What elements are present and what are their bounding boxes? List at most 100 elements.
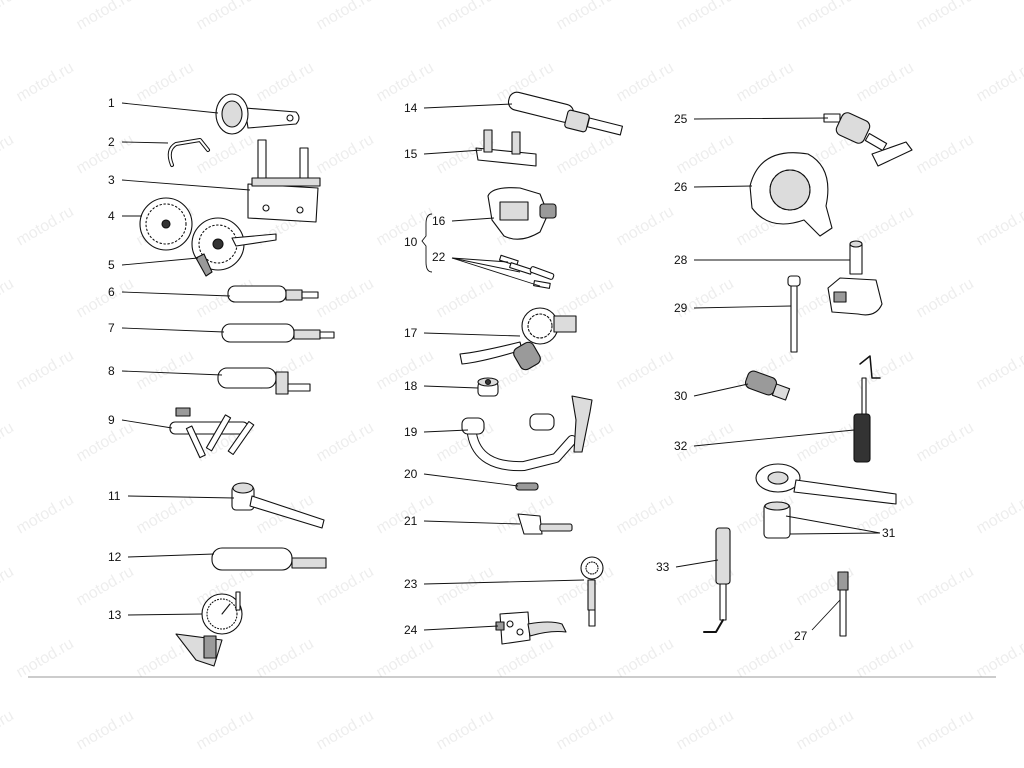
leader-20 <box>423 473 519 487</box>
callout-13: 13 <box>108 608 122 622</box>
callout-20: 20 <box>404 467 418 481</box>
watermark-text: motod.ru <box>794 0 857 33</box>
tool-7-long-drift <box>221 323 335 343</box>
callout-28: 28 <box>674 253 688 267</box>
tool-24-holder-fixture <box>495 611 567 645</box>
watermark-text: motod.ru <box>0 419 17 465</box>
watermark-text: motod.ru <box>974 491 1024 537</box>
leader-8 <box>121 370 223 376</box>
leader-2 <box>121 141 169 144</box>
tool-26-slotted-ring-wrench <box>749 152 833 237</box>
watermark-text: motod.ru <box>434 0 497 33</box>
brace-10 <box>421 213 433 273</box>
tool-4-degree-wheel <box>139 197 193 251</box>
leader-12 <box>127 553 215 558</box>
callout-31: 31 <box>882 526 896 540</box>
callout-12: 12 <box>108 550 122 564</box>
leader-21 <box>423 520 521 525</box>
leader-7 <box>121 327 225 333</box>
watermark-text: motod.ru <box>134 347 197 393</box>
leader-29 <box>693 305 792 309</box>
watermark-text: motod.ru <box>434 707 497 753</box>
watermark-text: motod.ru <box>614 635 677 681</box>
leader-15 <box>423 149 483 155</box>
leader-22a <box>451 257 509 263</box>
callout-5: 5 <box>108 258 115 272</box>
tool-21-small-clamp <box>517 513 573 535</box>
tool-33-angled-rod <box>703 527 731 633</box>
leader-3 <box>121 179 251 191</box>
watermark-text: motod.ru <box>74 707 137 753</box>
leader-33 <box>675 559 719 568</box>
tool-11-box-spanner <box>231 482 325 529</box>
callout-6: 6 <box>108 285 115 299</box>
watermark-text: motod.ru <box>14 203 77 249</box>
watermark-text: motod.ru <box>74 131 137 177</box>
leader-18 <box>423 385 479 389</box>
callout-9: 9 <box>108 413 115 427</box>
callout-23: 23 <box>404 577 418 591</box>
callout-22: 22 <box>432 250 446 264</box>
tool-30-knurled-plug <box>744 370 791 401</box>
watermark-text: motod.ru <box>314 563 377 609</box>
watermark-text: motod.ru <box>0 707 17 753</box>
tool-17-gear-puller <box>459 307 577 371</box>
watermark-text: motod.ru <box>254 59 317 105</box>
watermark-text: motod.ru <box>614 203 677 249</box>
callout-8: 8 <box>108 364 115 378</box>
leader-26 <box>693 185 753 188</box>
watermark-text: motod.ru <box>914 563 977 609</box>
watermark-text: motod.ru <box>974 635 1024 681</box>
leader-32 <box>693 429 855 447</box>
watermark-text: motod.ru <box>734 59 797 105</box>
tool-19-c-frame <box>461 395 593 472</box>
watermark-text: motod.ru <box>914 707 977 753</box>
watermark-text: motod.ru <box>314 0 377 33</box>
watermark-text: motod.ru <box>914 0 977 33</box>
watermark-text: motod.ru <box>14 347 77 393</box>
callout-25: 25 <box>674 112 688 126</box>
watermark-text: motod.ru <box>974 59 1024 105</box>
callout-30: 30 <box>674 389 688 403</box>
watermark-text: motod.ru <box>554 707 617 753</box>
watermark-text: motod.ru <box>974 347 1024 393</box>
watermark-text: motod.ru <box>14 491 77 537</box>
leader-23 <box>423 579 585 585</box>
tool-23-dial-bore-gauge <box>580 556 604 627</box>
callout-7: 7 <box>108 321 115 335</box>
watermark-text: motod.ru <box>14 59 77 105</box>
callout-19: 19 <box>404 425 418 439</box>
callout-2: 2 <box>108 135 115 149</box>
watermark-text: motod.ru <box>854 635 917 681</box>
leader-31b <box>789 532 881 535</box>
callout-18: 18 <box>404 379 418 393</box>
watermark-text: motod.ru <box>74 0 137 33</box>
tool-13-dial-gauge <box>175 591 243 667</box>
leader-11 <box>127 495 235 499</box>
watermark-text: motod.ru <box>674 131 737 177</box>
watermark-text: motod.ru <box>194 707 257 753</box>
tool-8-collar-drift <box>217 367 311 395</box>
leader-16 <box>451 217 495 222</box>
watermark-text: motod.ru <box>614 347 677 393</box>
leader-14 <box>423 103 513 109</box>
tool-6-drift <box>227 285 319 303</box>
callout-24: 24 <box>404 623 418 637</box>
watermark-text: motod.ru <box>74 563 137 609</box>
tool-20-pin <box>515 482 539 491</box>
watermark-text: motod.ru <box>74 419 137 465</box>
leader-1 <box>121 102 219 114</box>
watermark-text: motod.ru <box>74 275 137 321</box>
leader-31a <box>785 515 881 534</box>
watermark-text: motod.ru <box>374 59 437 105</box>
watermark-text: motod.ru <box>554 0 617 33</box>
callout-27: 27 <box>794 629 808 643</box>
watermark-text: motod.ru <box>194 131 257 177</box>
leader-13 <box>127 613 203 616</box>
tool-12-drift <box>211 547 327 571</box>
tool-1-ring-wrench <box>215 93 300 135</box>
watermark-text: motod.ru <box>134 59 197 105</box>
watermark-text: motod.ru <box>734 635 797 681</box>
callout-3: 3 <box>108 173 115 187</box>
